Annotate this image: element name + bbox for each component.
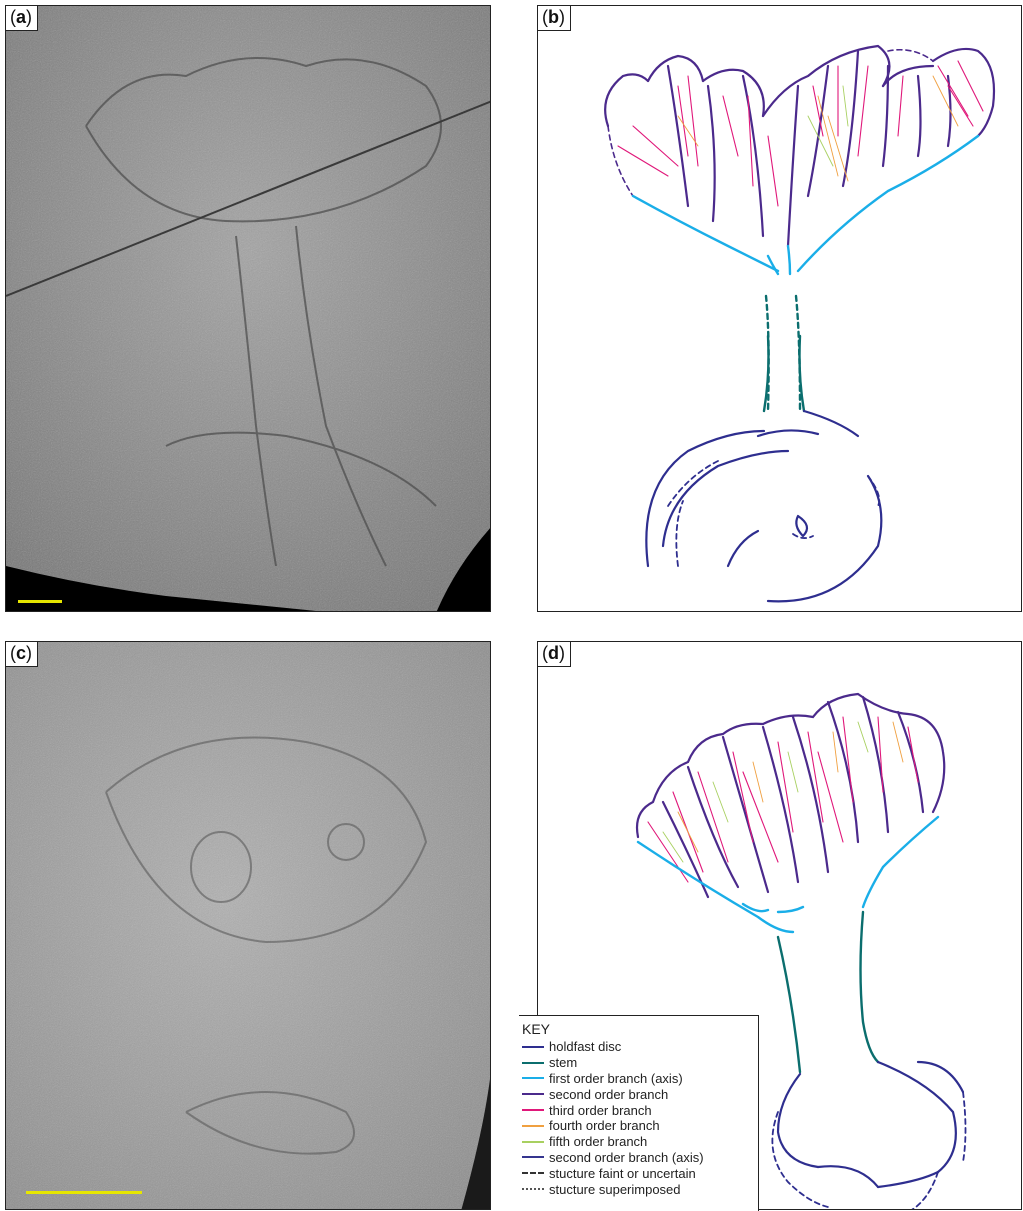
panel-b-drawing: (b): [537, 5, 1022, 612]
panel-a-photo: (a): [5, 5, 491, 612]
legend-item-structure-superimposed: stucture superimposed: [522, 1181, 758, 1197]
scale-bar-c: [26, 1191, 142, 1194]
legend-item-structure-faint: stucture faint or uncertain: [522, 1165, 758, 1181]
frond-drawing-b: [538, 6, 1022, 612]
legend-item-first-order-branch: first order branch (axis): [522, 1071, 758, 1087]
panel-d-label: (d): [538, 642, 571, 667]
legend-title: KEY: [522, 1021, 758, 1037]
legend-item-stem: stem: [522, 1055, 758, 1071]
legend-key: KEY holdfast disc stem first order branc…: [519, 1015, 759, 1211]
fossil-photo-a: [6, 6, 491, 612]
legend-item-third-order-branch: third order branch: [522, 1102, 758, 1118]
legend-item-fifth-order-branch: fifth order branch: [522, 1134, 758, 1150]
panel-c-photo: (c): [5, 641, 491, 1210]
panel-a-label: (a): [6, 6, 38, 31]
legend-item-second-order-branch: second order branch: [522, 1086, 758, 1102]
legend-item-holdfast-disc: holdfast disc: [522, 1039, 758, 1055]
legend-item-fourth-order-branch: fourth order branch: [522, 1118, 758, 1134]
scale-bar-a: [18, 600, 62, 603]
panel-c-label: (c): [6, 642, 38, 667]
legend-item-second-order-branch-axis: second order branch (axis): [522, 1150, 758, 1166]
panel-b-label: (b): [538, 6, 571, 31]
fossil-photo-c: [6, 642, 491, 1210]
